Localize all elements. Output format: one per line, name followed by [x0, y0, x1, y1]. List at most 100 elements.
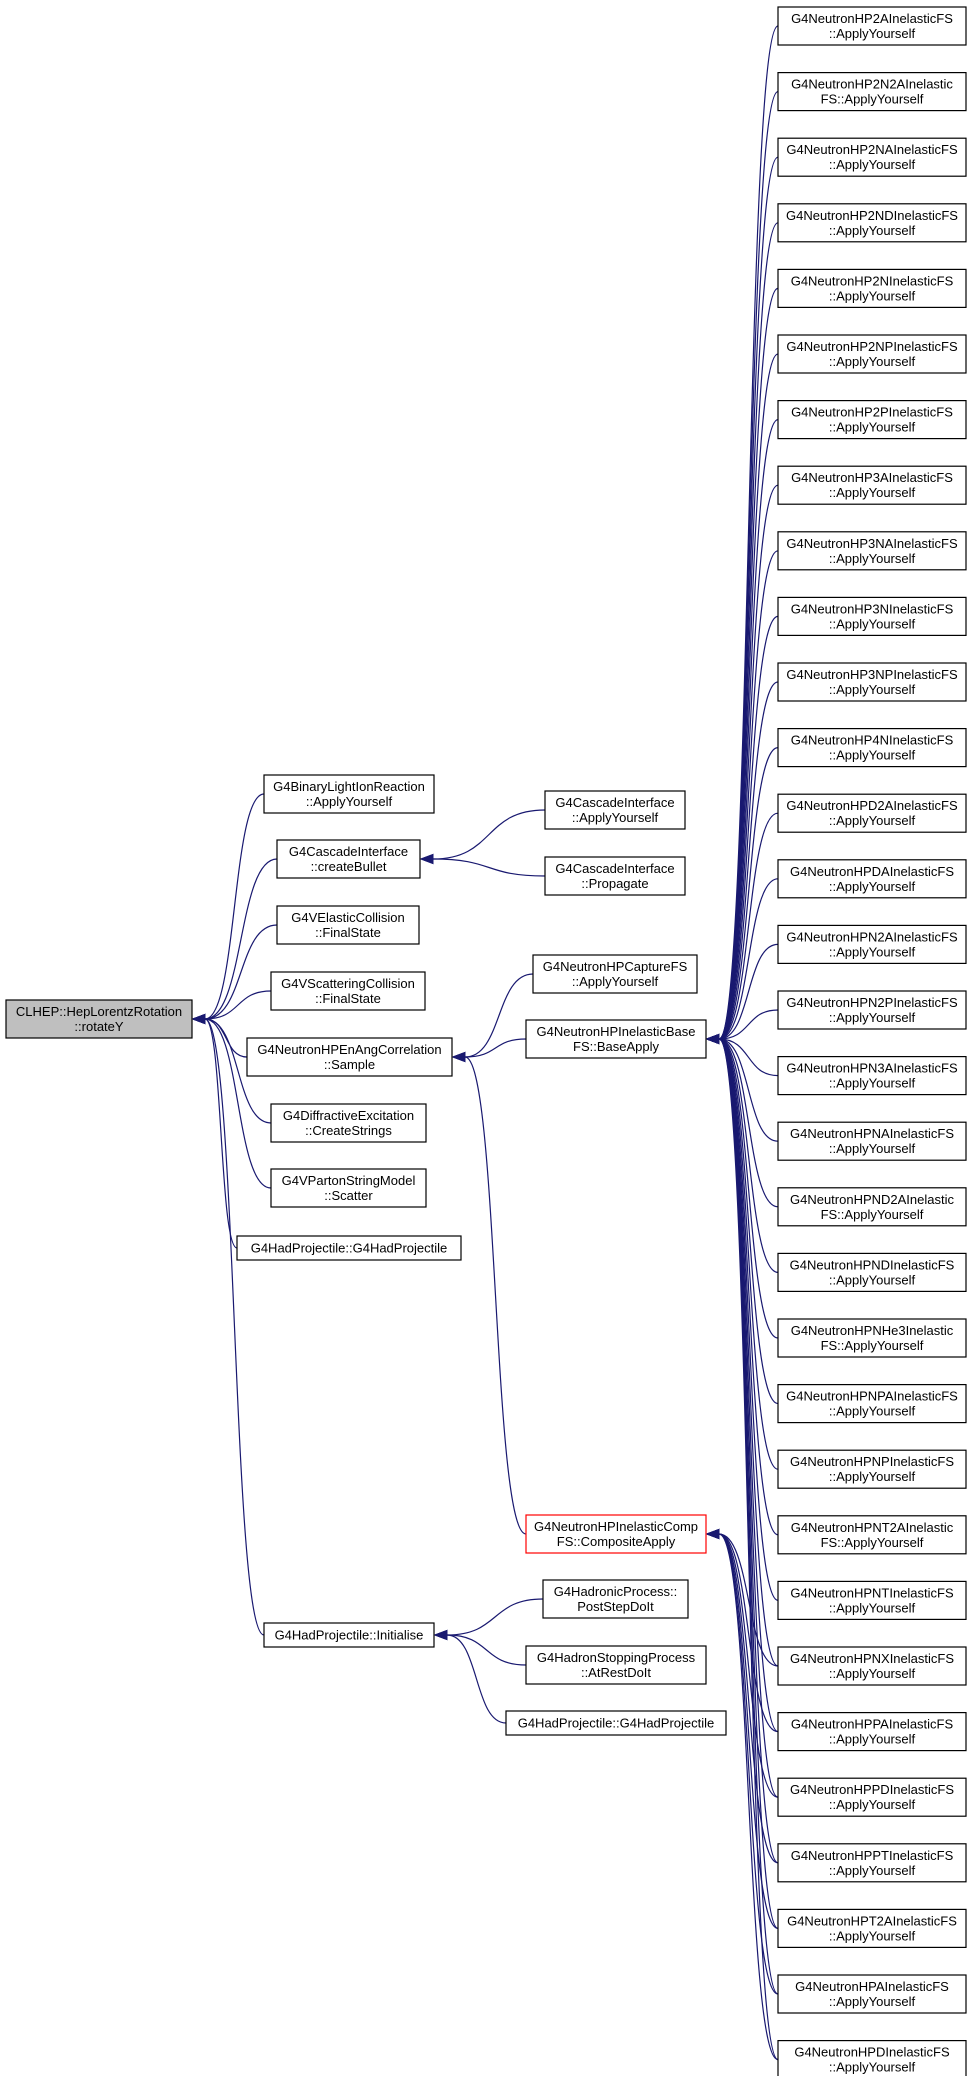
node-label-line: G4NeutronHPNPInelasticFS	[790, 1454, 954, 1469]
node-label-line: G4NeutronHP2NPInelasticFS	[786, 339, 958, 354]
graph-node-rnd2a[interactable]: G4NeutronHPND2AInelasticFS::ApplyYoursel…	[777, 1187, 967, 1227]
root-node[interactable]: CLHEP::HepLorentzRotation::rotateY	[5, 999, 193, 1039]
graph-node-r3a[interactable]: G4NeutronHP3AInelasticFS::ApplyYourself	[777, 465, 967, 505]
node-label-line: G4NeutronHPDInelasticFS	[794, 2045, 950, 2060]
graph-node-cascadecreatebullet[interactable]: G4CascadeInterface::createBullet	[276, 839, 421, 879]
node-label-line: G4NeutronHP3NAInelasticFS	[786, 536, 958, 551]
graph-node-binarylight[interactable]: G4BinaryLightIonReaction::ApplyYourself	[263, 774, 435, 814]
graph-node-rnp[interactable]: G4NeutronHPNPInelasticFS::ApplyYourself	[777, 1449, 967, 1489]
node-box	[777, 1974, 967, 2014]
node-label-line: G4NeutronHP3NInelasticFS	[791, 601, 954, 616]
graph-node-r2np[interactable]: G4NeutronHP2NPInelasticFS::ApplyYourself	[777, 334, 967, 374]
node-label-line: ::ApplyYourself	[829, 1141, 916, 1156]
node-label-line: ::Propagate	[581, 876, 648, 891]
node-box	[777, 268, 967, 308]
graph-node-rn2p[interactable]: G4NeutronHPN2PInelasticFS::ApplyYourself	[777, 990, 967, 1030]
node-box	[236, 1235, 462, 1261]
graph-node-rnx[interactable]: G4NeutronHPNXInelasticFS::ApplyYourself	[777, 1646, 967, 1686]
edge-velastic-to-root	[191, 924, 278, 1025]
node-box	[263, 1622, 435, 1648]
graph-node-rn3a[interactable]: G4NeutronHPN3AInelasticFS::ApplyYourself	[777, 1055, 967, 1096]
edge-line	[204, 1018, 272, 1189]
edge-rd-to-inelasticcomp	[705, 1528, 779, 2061]
graph-node-rd[interactable]: G4NeutronHPDInelasticFS::ApplyYourself	[777, 2039, 967, 2076]
node-label-line: ::ApplyYourself	[829, 1797, 916, 1812]
edge-inelasticcomp-to-enangsample	[451, 1051, 527, 1535]
graph-node-ra[interactable]: G4NeutronHPAInelasticFS::ApplyYourself	[777, 1974, 967, 2014]
graph-node-rpa[interactable]: G4NeutronHPPAInelasticFS::ApplyYourself	[777, 1711, 967, 1752]
graph-node-hadronicprocess[interactable]: G4HadronicProcess::PostStepDoIt	[542, 1579, 689, 1619]
graph-node-rd2a[interactable]: G4NeutronHPD2AInelasticFS::ApplyYourself	[777, 793, 967, 833]
graph-node-r2nd[interactable]: G4NeutronHP2NDInelasticFS::ApplyYourself	[777, 203, 967, 243]
node-label-line: ::createBullet	[311, 859, 387, 874]
graph-node-r3na[interactable]: G4NeutronHP3NAInelasticFS::ApplyYourself	[777, 531, 967, 571]
edges-layer	[191, 25, 779, 2061]
edge-line	[718, 1038, 779, 1077]
node-box	[777, 203, 967, 243]
graph-node-r2a[interactable]: G4NeutronHP2AInelasticFS::ApplyYourself	[777, 6, 967, 46]
node-label-line: ::Scatter	[324, 1188, 373, 1203]
graph-node-rna[interactable]: G4NeutronHPNAInelasticFS::ApplyYourself	[777, 1121, 967, 1161]
node-label-line: G4NeutronHP2NInelasticFS	[791, 273, 954, 288]
graph-node-diffractive[interactable]: G4DiffractiveExcitation::CreateStrings	[270, 1103, 427, 1143]
edge-cascadeapply-to-cascadecreatebullet	[419, 809, 546, 865]
graph-node-rnt[interactable]: G4NeutronHPNTInelasticFS::ApplyYourself	[777, 1580, 967, 1621]
graph-node-capturefs[interactable]: G4NeutronHPCaptureFS::ApplyYourself	[532, 954, 698, 994]
graph-node-rn2a[interactable]: G4NeutronHPN2AInelasticFS::ApplyYourself	[777, 924, 967, 965]
graph-node-rt2a[interactable]: G4NeutronHPT2AInelasticFS::ApplyYourself	[777, 1908, 967, 1949]
node-label-line: CLHEP::HepLorentzRotation	[16, 1004, 182, 1019]
graph-node-r2n[interactable]: G4NeutronHP2NInelasticFS::ApplyYourself	[777, 268, 967, 308]
graph-node-rpt[interactable]: G4NeutronHPPTInelasticFS::ApplyYourself	[777, 1843, 967, 1883]
graph-node-enangsample[interactable]: G4NeutronHPEnAngCorrelation::Sample	[246, 1037, 453, 1077]
node-label-line: G4NeutronHPN2PInelasticFS	[786, 995, 958, 1010]
edge-line	[464, 1056, 527, 1535]
node-box	[777, 1777, 967, 1817]
graph-node-vscattering[interactable]: G4VScatteringCollision::FinalState	[270, 971, 426, 1011]
graph-node-r2na[interactable]: G4NeutronHP2NAInelasticFS::ApplyYourself	[777, 137, 967, 177]
graph-node-velastic[interactable]: G4VElasticCollision::FinalState	[276, 905, 420, 945]
graph-node-rnpa[interactable]: G4NeutronHPNPAInelasticFS::ApplyYourself	[777, 1383, 967, 1424]
graph-node-rnd[interactable]: G4NeutronHPNDInelasticFS::ApplyYourself	[777, 1252, 967, 1293]
graph-node-r2p[interactable]: G4NeutronHP2PInelasticFS::ApplyYourself	[777, 400, 967, 440]
graph-node-hadprojctor1[interactable]: G4HadProjectile::G4HadProjectile	[236, 1235, 462, 1261]
graph-node-r2n2a[interactable]: G4NeutronHP2N2AInelasticFS::ApplyYoursel…	[777, 71, 967, 112]
node-box	[525, 1645, 707, 1685]
graph-node-hadronstopping[interactable]: G4HadronStoppingProcess::AtRestDoIt	[525, 1645, 707, 1685]
graph-node-hadprojctor2[interactable]: G4HadProjectile::G4HadProjectile	[505, 1710, 727, 1736]
node-label-line: ::FinalState	[315, 991, 381, 1006]
graph-node-rnhe3[interactable]: G4NeutronHPNHe3InelasticFS::ApplyYoursel…	[777, 1318, 967, 1358]
graph-node-rnt2a[interactable]: G4NeutronHPNT2AInelasticFS::ApplyYoursel…	[777, 1515, 967, 1555]
edge-line	[718, 156, 779, 1040]
node-label-line: G4VPartonStringModel	[282, 1173, 416, 1188]
graph-node-inelasticcomp[interactable]: G4NeutronHPInelasticCompFS::CompositeApp…	[525, 1514, 707, 1554]
node-label-line: G4HadronicProcess::	[554, 1584, 678, 1599]
edge-capturefs-to-enangsample	[451, 973, 534, 1063]
graph-node-rda[interactable]: G4NeutronHPDAInelasticFS::ApplyYourself	[777, 859, 967, 899]
node-label-line: G4NeutronHP4NInelasticFS	[791, 733, 954, 748]
node-label-line: FS::ApplyYourself	[821, 1338, 924, 1353]
node-label-line: ::CreateStrings	[305, 1123, 392, 1138]
edge-line	[718, 1533, 779, 2061]
edge-line	[204, 1018, 248, 1058]
node-label-line: G4CascadeInterface	[555, 795, 674, 810]
graph-node-r4n[interactable]: G4NeutronHP4NInelasticFS::ApplyYourself	[777, 727, 967, 768]
edge-line	[718, 1533, 779, 1798]
node-box	[777, 1121, 967, 1161]
graph-node-cascadepropagate[interactable]: G4CascadeInterface::Propagate	[544, 856, 686, 896]
node-label-line: G4NeutronHPD2AInelasticFS	[786, 798, 958, 813]
graph-node-rpd[interactable]: G4NeutronHPPDInelasticFS::ApplyYourself	[777, 1777, 967, 1817]
node-box	[263, 774, 435, 814]
node-label-line: ::ApplyYourself	[829, 1666, 916, 1681]
node-label-line: G4NeutronHPPDInelasticFS	[790, 1782, 954, 1797]
node-box	[777, 1449, 967, 1489]
graph-node-hadprojinit[interactable]: G4HadProjectile::Initialise	[263, 1622, 435, 1648]
node-label-line: G4NeutronHPN2AInelasticFS	[786, 929, 958, 944]
graph-node-cascadeapply[interactable]: G4CascadeInterface::ApplyYourself	[544, 790, 686, 830]
graph-node-r3np[interactable]: G4NeutronHP3NPInelasticFS::ApplyYourself	[777, 662, 967, 702]
edge-cascadecreatebullet-to-root	[191, 858, 278, 1025]
graph-node-r3n[interactable]: G4NeutronHP3NInelasticFS::ApplyYourself	[777, 596, 967, 637]
node-box	[777, 137, 967, 177]
graph-node-vparton[interactable]: G4VPartonStringModel::Scatter	[270, 1168, 427, 1208]
edge-line	[718, 484, 779, 1040]
